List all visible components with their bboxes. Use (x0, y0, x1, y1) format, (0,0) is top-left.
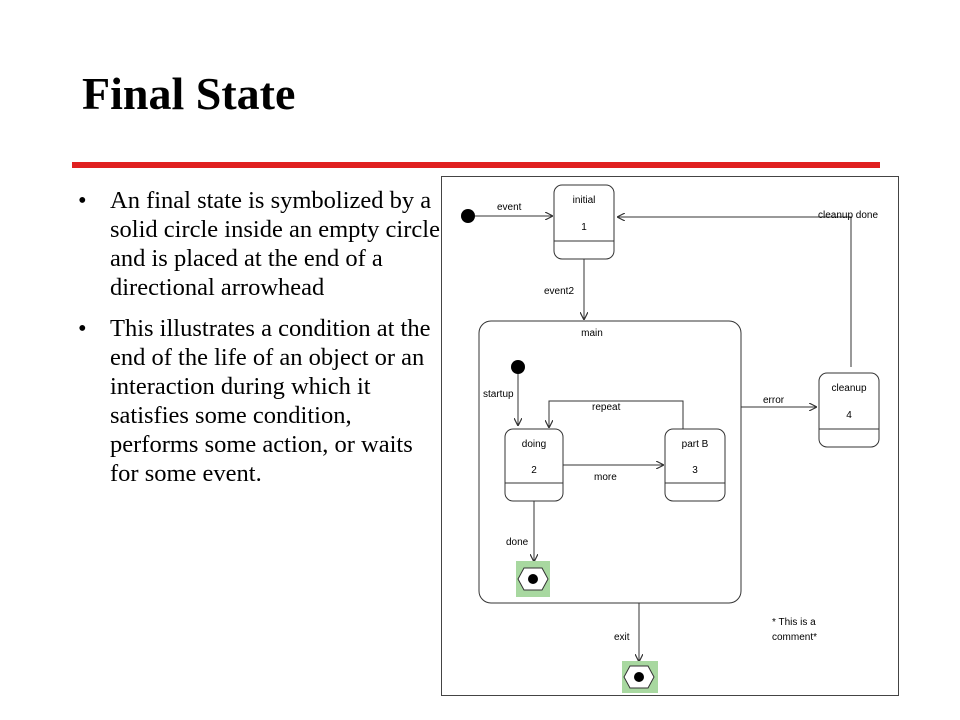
start-node-icon (461, 209, 475, 223)
bullet-text: An final state is symbolized by a solid … (110, 187, 440, 301)
state-part-b-value: 3 (692, 465, 698, 476)
label-event2: event2 (544, 286, 574, 297)
state-initial-value: 1 (581, 222, 587, 233)
state-initial-name: initial (573, 195, 596, 206)
comment-line-1: * This is a (772, 617, 816, 628)
label-more: more (594, 472, 617, 483)
final-state-inner-icon (516, 561, 550, 597)
startup-node-icon (511, 360, 525, 374)
bullet-item: • An final state is symbolized by a soli… (78, 186, 440, 302)
label-cleanup-done: cleanup done (818, 210, 878, 221)
bullet-dot-icon: • (78, 315, 87, 342)
state-diagram: event initial 1 cleanup done event2 main… (441, 176, 899, 696)
state-doing: doing 2 (504, 428, 564, 502)
state-cleanup-value: 4 (846, 410, 852, 421)
transition-cleanup-done (618, 217, 852, 367)
state-diagram-svg: event initial 1 cleanup done event2 main… (461, 184, 880, 693)
comment-line-2: comment* (772, 632, 817, 643)
state-main-name: main (581, 328, 603, 339)
state-cleanup-name: cleanup (831, 383, 866, 394)
slide-title: Final State (82, 68, 296, 119)
state-doing-name: doing (522, 439, 546, 450)
state-doing-value: 2 (531, 465, 537, 476)
state-part-b: part B 3 (664, 428, 726, 502)
label-event: event (497, 202, 522, 213)
title-underline (72, 162, 880, 168)
state-initial: initial 1 (553, 184, 615, 260)
bullet-dot-icon: • (78, 187, 87, 214)
transition-repeat (549, 400, 684, 429)
label-exit: exit (614, 632, 630, 643)
bullet-item: • This illustrates a condition at the en… (78, 314, 440, 488)
label-repeat: repeat (592, 402, 621, 413)
label-error: error (763, 395, 785, 406)
bullet-text: This illustrates a condition at the end … (110, 315, 431, 487)
state-cleanup: cleanup 4 (818, 372, 880, 448)
state-part-b-name: part B (682, 439, 709, 450)
bullet-list: • An final state is symbolized by a soli… (78, 186, 440, 500)
label-startup: startup (483, 389, 514, 400)
label-done: done (506, 537, 529, 548)
state-main: main (478, 320, 742, 604)
final-state-outer-icon (622, 661, 658, 693)
